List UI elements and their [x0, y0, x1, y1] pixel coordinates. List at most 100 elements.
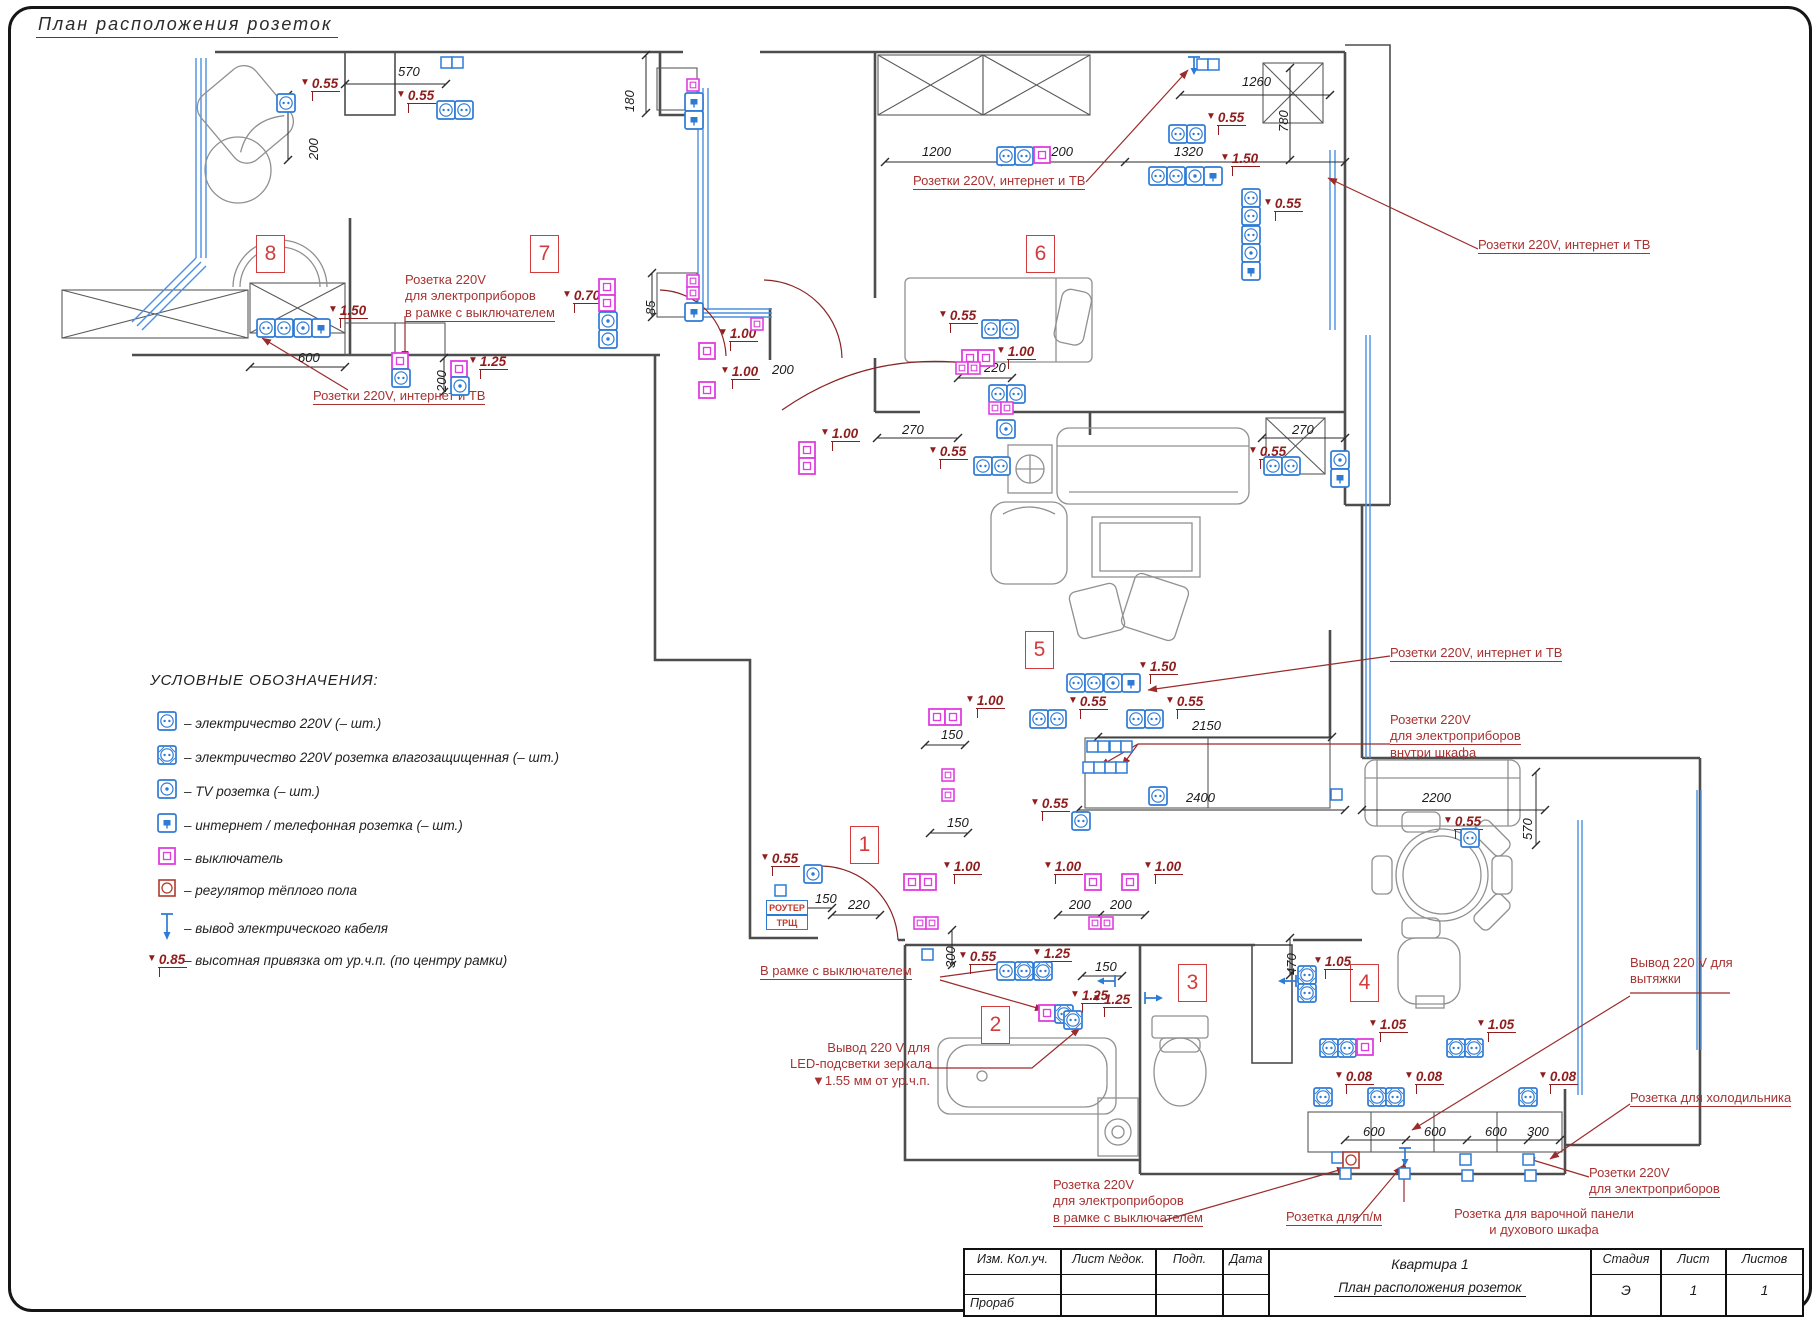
- socket-tv-icon: [292, 318, 313, 338]
- switch-small-icon: [967, 361, 982, 375]
- symbol-group: [798, 441, 816, 476]
- triangle-icon: ▼: [965, 694, 975, 705]
- socket-tv-icon: [1241, 243, 1261, 263]
- symbol-group: [1084, 873, 1102, 891]
- switch-small-icon: [750, 317, 764, 331]
- symbol-group: [1297, 965, 1317, 1004]
- titleblock-col-podp: Подп.: [1157, 1250, 1224, 1315]
- symbol-group: [750, 317, 764, 331]
- annotation-line: для электроприборов: [1589, 1181, 1720, 1199]
- symbol-group: [913, 916, 940, 930]
- titleblock-object: Квартира 1: [1391, 1256, 1469, 1272]
- outlet-box-icon: [1330, 788, 1343, 801]
- dimension-label: 570: [398, 64, 420, 79]
- symbol-group: [961, 349, 996, 367]
- socket-tv-icon: [450, 376, 470, 397]
- socket-220v-waterproof-icon: [1337, 1038, 1358, 1058]
- triangle-icon: ▼: [958, 950, 968, 961]
- symbol-group: [436, 100, 475, 120]
- height-mark: ▼1.50: [1138, 659, 1179, 684]
- socket-220v-icon: [157, 711, 177, 736]
- symbol-group: [698, 342, 716, 360]
- switch-small-icon: [1088, 916, 1102, 930]
- triangle-icon: ▼: [1143, 860, 1153, 871]
- walls: [132, 44, 1702, 1176]
- annotation-line: В рамке с выключателем: [760, 963, 912, 980]
- height-mark: ▼1.00: [996, 344, 1037, 369]
- symbol-group: [1196, 58, 1221, 71]
- door-arcs: [659, 279, 975, 941]
- page-title: План расположения розеток: [36, 14, 339, 38]
- height-mark: ▼0.55: [928, 444, 969, 469]
- annotation-line: в рамке с выключателем: [1053, 1209, 1203, 1227]
- annotation-line: Розетки 220V, интернет и ТВ: [1390, 645, 1563, 662]
- symbol-group: [1277, 974, 1299, 988]
- legend-item: – регулятор тёплого пола: [150, 879, 559, 902]
- triangle-icon: ▼: [1248, 445, 1258, 456]
- symbol-group: [1082, 761, 1107, 774]
- symbol-group: [803, 864, 823, 884]
- annotation-line: вытяжки: [1630, 971, 1681, 987]
- outlet-box-icon: [1459, 1153, 1472, 1166]
- symbol-group: [1367, 1087, 1406, 1107]
- socket-tv-icon: [803, 864, 823, 884]
- socket-220v-icon: [1241, 224, 1261, 245]
- dimension-label: 200: [772, 362, 794, 377]
- socket-220v-waterproof-icon: [1063, 1010, 1083, 1030]
- socket-220v-icon: [996, 146, 1016, 166]
- dimension-label: 1320: [1174, 144, 1203, 159]
- socket-internet-icon: [684, 302, 704, 322]
- router-label: РОУТЕР: [766, 900, 808, 915]
- socket-220v-icon: [276, 93, 296, 113]
- symbol-group: [988, 401, 1015, 415]
- triangle-icon: ▼: [1043, 860, 1053, 871]
- symbol-group: [1461, 1169, 1474, 1182]
- outlet-box-icon: [1524, 1169, 1537, 1182]
- symbol-group: [928, 708, 963, 726]
- legend-item: – электричество 220V (– шт.): [150, 711, 559, 736]
- annotation-line: для электроприборов: [405, 288, 536, 304]
- socket-tv-icon: [598, 310, 618, 331]
- socket-tv-icon: [1330, 450, 1350, 470]
- switch-icon: [977, 349, 996, 367]
- outlet-box-icon: [1207, 58, 1221, 71]
- switch-small-icon: [925, 916, 940, 930]
- annotation-line: Розетка для холодильника: [1630, 1090, 1792, 1107]
- socket-220v-waterproof-icon: [1367, 1087, 1387, 1107]
- socket-220v-icon: [1084, 673, 1105, 693]
- windows: [131, 58, 1702, 1095]
- symbol-group: [921, 948, 934, 961]
- room-number-2: 2: [981, 1006, 1010, 1044]
- legend-item-label: – выключатель: [184, 851, 284, 866]
- socket-220v-icon: [1148, 786, 1168, 806]
- dimension-label: 600: [1485, 1124, 1507, 1139]
- sheet-border: [8, 6, 1812, 1312]
- dimension-label: 1260: [1242, 74, 1271, 89]
- triangle-icon: ▼: [1092, 993, 1102, 1004]
- height-mark: ▼1.00: [1043, 859, 1084, 884]
- height-mark-icon: ▼0.85: [147, 952, 188, 977]
- floor-heating-regulator-icon: [158, 879, 176, 902]
- socket-internet-icon: [157, 813, 177, 838]
- outlet-box-icon: [1522, 1153, 1535, 1166]
- switch-icon: [798, 441, 816, 459]
- outlet-box-icon: [921, 948, 934, 961]
- socket-220v-icon: [1186, 124, 1207, 144]
- symbol-group: [686, 274, 700, 301]
- cable-outlet-icon: [1096, 974, 1118, 988]
- symbol-group: [996, 146, 1051, 166]
- symbol-group: [996, 961, 1053, 981]
- legend: УСЛОВНЫЕ ОБОЗНАЧЕНИЯ: – электричество 22…: [147, 672, 559, 977]
- titleblock: Изм. Кол.уч. Прораб Лист №док. Подп. Дат…: [963, 1248, 1804, 1317]
- height-mark: ▼0.70: [562, 288, 603, 313]
- triangle-icon: ▼: [562, 289, 572, 300]
- symbol-group: [1522, 1153, 1535, 1166]
- height-mark: ▼0.08: [1404, 1069, 1445, 1094]
- height-mark: ▼0.55: [1068, 694, 1109, 719]
- socket-internet-icon: [1241, 261, 1261, 282]
- leader-lines: [261, 69, 1730, 1224]
- outlet-box-icon: [1115, 761, 1129, 774]
